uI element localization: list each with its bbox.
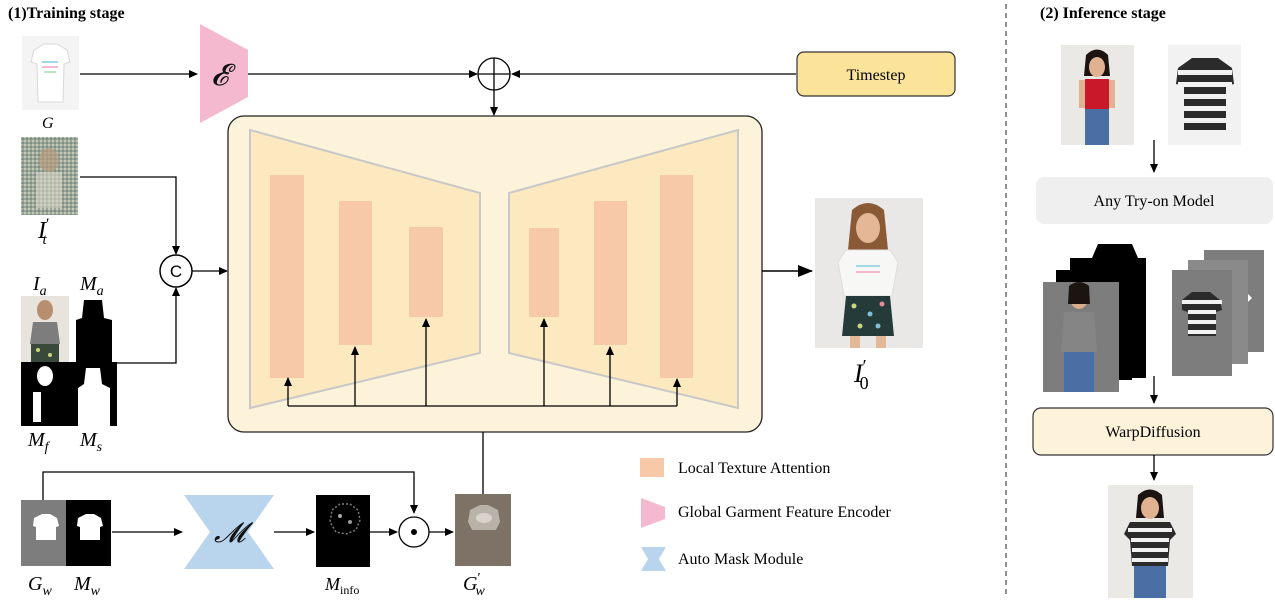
legend-mask-module-swatch	[641, 547, 666, 571]
label-gw: Gw	[28, 573, 52, 599]
legend-auto-mask: Auto Mask Module	[678, 551, 803, 568]
any-tryon-label: Any Try-on Model	[1094, 193, 1215, 210]
add-operator-icon	[477, 57, 511, 91]
concat-symbol: C	[170, 262, 182, 281]
label-mf: Mf	[27, 429, 51, 455]
auto-mask-module-block	[184, 495, 274, 569]
warped-garment-gw	[21, 500, 66, 566]
noisy-image-it	[21, 137, 78, 215]
agnostic-mask-ma	[70, 296, 117, 362]
attention-block-up-1	[529, 228, 559, 317]
label-gw-prime: G′w	[463, 571, 486, 599]
inference-mask-stack	[1043, 244, 1146, 392]
segmentation-mask-ms	[69, 362, 117, 426]
label-mw: Mw	[73, 573, 101, 599]
warpdiffusion-label: WarpDiffusion	[1105, 424, 1200, 441]
label-ma: Ma	[79, 273, 104, 299]
label-i0: I′0	[853, 356, 869, 393]
info-mask-minfo	[316, 495, 370, 567]
attention-block-down-3	[409, 227, 443, 317]
arrow-masks-to-concat	[117, 287, 180, 364]
attention-block-up-2	[594, 201, 627, 345]
inference-warped-garment-stack	[1172, 250, 1264, 376]
training-stage-title: (1)Training stage	[8, 5, 125, 22]
garment-image-g	[22, 36, 79, 110]
warped-mask-mw	[66, 500, 111, 566]
multiply-dot	[411, 529, 417, 535]
attention-block-down-1	[270, 175, 304, 378]
arrow-gw-to-multiply	[42, 471, 418, 514]
legend-attention-swatch	[640, 458, 664, 477]
timestep-box	[796, 51, 956, 97]
label-it: I′t	[37, 216, 50, 248]
attention-block-up-3	[660, 175, 693, 378]
timestep-label: Timestep	[847, 67, 906, 84]
masked-garment-gw-prime	[455, 494, 511, 566]
inference-garment-image	[1168, 45, 1241, 145]
label-minfo: Minfo	[324, 574, 359, 597]
legend-encoder-swatch	[641, 498, 665, 528]
legend-local-texture: Local Texture Attention	[678, 460, 830, 477]
label-ia: Ia	[32, 273, 47, 299]
inference-person-image	[1061, 45, 1134, 145]
warpdiffusion-box	[1032, 407, 1274, 456]
attention-block-down-2	[339, 201, 372, 345]
face-mask-mf	[21, 362, 69, 426]
agnostic-image-ia	[21, 296, 69, 362]
label-ms: Ms	[79, 429, 103, 455]
label-g: G	[42, 115, 54, 132]
output-image-i0	[815, 198, 923, 348]
inference-result-image	[1108, 485, 1193, 598]
legend-global-encoder: Global Garment Feature Encoder	[678, 504, 891, 521]
global-encoder-block	[200, 24, 248, 123]
inference-stage-title: (2) Inference stage	[1040, 5, 1166, 22]
arrow-it-to-concat	[80, 176, 180, 255]
any-tryon-box	[1036, 177, 1273, 224]
